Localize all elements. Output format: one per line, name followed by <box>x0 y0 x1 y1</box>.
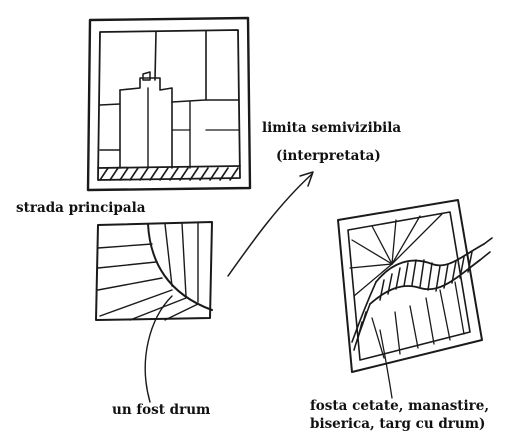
label-interpreted: (interpretata) <box>276 148 381 164</box>
sketch-main-street-plan <box>86 16 252 192</box>
sketch-former-road-plan <box>95 221 213 403</box>
moat-hatching <box>357 251 473 339</box>
label-former-road: un fost drum <box>112 402 211 418</box>
label-moat-line2: biserica, targ cu drum) <box>310 416 486 432</box>
arrow-to-limit <box>227 171 314 277</box>
main-street-hatching <box>99 167 239 181</box>
label-limit: limita semivizibila <box>262 120 402 136</box>
label-moat-line1: fosta cetate, manastire, <box>310 398 490 414</box>
sketch-moat-plan <box>337 199 493 399</box>
label-main-street: strada principala <box>16 200 146 216</box>
